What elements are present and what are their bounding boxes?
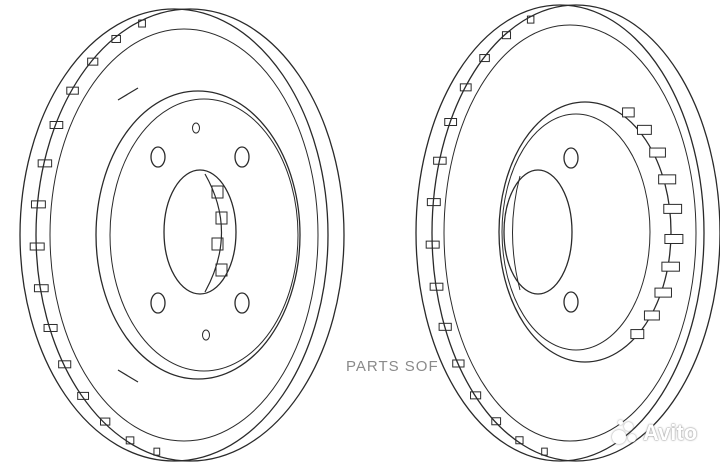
left-disc-bore-cooling-slot [215,263,228,277]
parts-soft-watermark: PARTS SOF [346,358,439,375]
right-disc [415,4,720,462]
right-disc-vent-slot [501,31,512,40]
left-disc-vent-slot [153,447,161,456]
left-disc-vent-slot [100,417,111,426]
right-disc-bolt-hole [563,291,579,313]
avito-dots-icon [612,420,638,446]
left-disc-vent-slot [111,34,121,43]
left-disc-vent-slot [77,391,90,400]
left-disc-hat-edge-top [117,87,139,101]
left-disc-bolt-hole [234,292,250,314]
right-disc-hub-fin [664,233,684,244]
left-disc-rim-back [19,8,329,462]
left-disc-vent-slot [29,242,45,251]
right-disc-hub-fin [654,287,672,298]
right-disc-vent-slot [429,282,444,291]
right-disc-vent-slot [541,447,548,456]
left-disc-bolt-hole [150,292,166,314]
left-disc-vent-slot [58,360,72,369]
right-disc-hub-fin [643,310,660,321]
left-disc-hat-step [109,98,299,372]
left-disc-vent-inner-edge [49,28,319,442]
right-disc-vent-slot [479,54,490,63]
right-disc-bore-shadow [512,175,521,291]
left-disc-vent-slot [43,323,58,332]
right-disc-hub-recess-outer [498,101,672,363]
right-disc-rim-back [415,4,705,462]
left-disc-bore-cooling-slot [215,211,228,225]
right-disc-vent-slot [426,198,441,207]
right-disc-hub-fin [649,147,666,158]
right-disc-vent-slot [491,417,502,426]
right-disc-vent-inner-edge [443,24,697,442]
right-disc-vent-slot [515,436,524,445]
left-disc-vent-slot [66,86,79,95]
avito-logo: Avito [612,420,697,446]
avito-wordmark: Avito [643,420,698,445]
left-disc-vent-slot [37,159,53,168]
left-disc-vent-slot [49,121,64,129]
left-disc-bolt-hole [150,146,166,168]
right-disc-vent-slot [425,240,440,249]
left-disc-rim-front [35,8,345,462]
right-disc-hub-fin [622,107,635,118]
right-disc-rim-front [431,4,720,462]
left-disc-bore-cooling-slot [211,185,224,199]
left-disc-vent-slot [87,57,99,66]
right-disc-hub-fin [630,329,645,340]
right-disc-center-bore [503,169,573,295]
right-disc-bolt-hole [563,147,579,169]
right-disc-vent-slot [459,83,472,92]
right-disc-hub-fin [658,174,677,185]
left-disc-vent-slot [125,436,135,445]
left-disc-hat-outer [95,90,301,380]
left-disc-vent-slot [30,200,46,209]
right-disc-vent-slot [470,391,482,400]
right-disc-vent-slot [452,359,465,368]
left-disc-hat-edge-bottom [117,369,139,383]
right-disc-vent-slot [438,322,452,331]
left-disc-bolt-hole [234,146,250,168]
right-disc-vent-slot [444,118,458,126]
right-disc-hub-fin [663,203,683,214]
right-disc-hub-recess-wall [501,113,651,351]
left-disc-vent-slot [138,19,146,28]
left-disc-locating-hole [192,122,200,134]
left-disc-vent-slot [33,284,49,293]
right-disc-hub-fin [636,124,652,135]
left-disc-bore-inner-wall [204,173,223,293]
left-disc-bore-cooling-slot [211,237,224,251]
right-disc-hub-fin [661,261,680,272]
left-disc-locating-hole [202,329,210,341]
left-disc [19,8,345,462]
right-disc-vent-slot [433,156,447,165]
left-disc-center-bore [163,169,237,295]
right-disc-vent-slot [526,15,535,24]
